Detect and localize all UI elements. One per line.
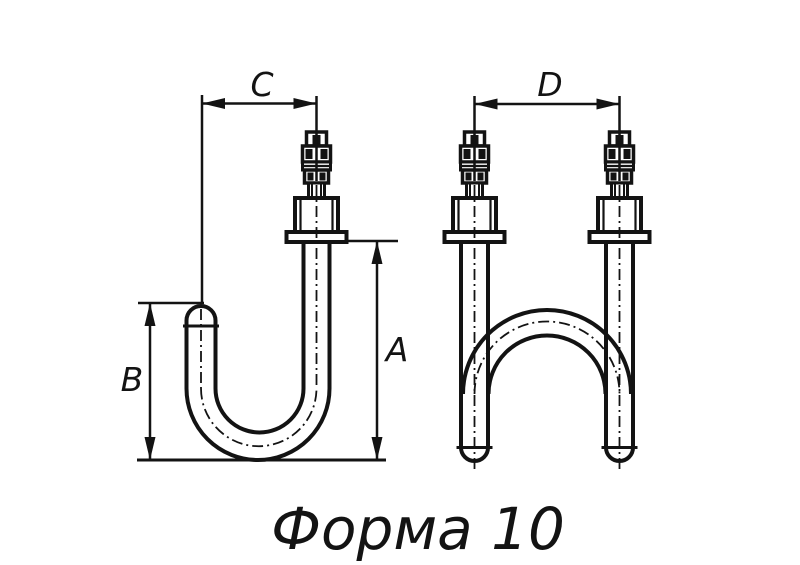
capped-end (184, 304, 218, 321)
side-view: C B A (121, 65, 409, 462)
center-lines (473, 185, 621, 469)
arrow-left-icon (474, 98, 498, 110)
arrow-right-icon (596, 98, 620, 110)
dimension-label-c: C (250, 65, 273, 104)
tube-body (183, 242, 332, 462)
arrow-left-icon (202, 98, 225, 109)
arch-bend (461, 308, 633, 395)
dimension-c: C (200, 65, 317, 303)
dimension-label-b: B (121, 360, 144, 399)
dimension-d: D (474, 65, 620, 110)
arrow-up-icon (371, 241, 383, 264)
dimension-b: B (121, 301, 204, 460)
dimension-label-d: D (537, 65, 562, 104)
dimension-label-a: A (384, 330, 409, 369)
dimension-a: A (347, 239, 409, 460)
arrow-up-icon (144, 303, 156, 326)
arrow-down-icon (144, 437, 156, 460)
figure-caption: Форма 10 (271, 495, 565, 563)
front-view: D (442, 65, 652, 469)
arrow-down-icon (371, 437, 383, 460)
arrow-right-icon (293, 98, 317, 109)
center-lines (200, 185, 318, 448)
